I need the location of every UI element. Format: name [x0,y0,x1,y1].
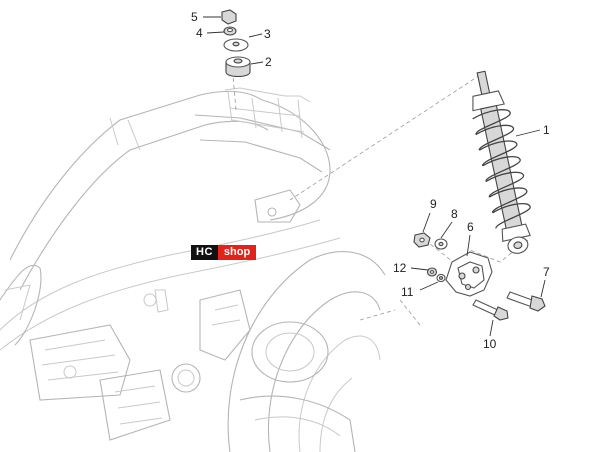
spacer-washer-part [426,267,438,277]
logo-shop-text: shop [217,245,257,260]
hc-shop-logo: HC shop [191,245,257,260]
callout-4: 4 [196,26,203,40]
callout-11: 11 [401,285,414,299]
callout-labels: 5 4 3 2 1 9 8 6 7 12 11 10 [191,10,550,351]
plate-washer-part [223,38,249,52]
nut-part [221,9,237,25]
wheel-engine-outline [29,251,386,452]
callout-2: 2 [265,55,272,69]
callout-1: 1 [543,123,550,137]
lower-bolt-part [472,299,509,321]
callout-7: 7 [543,265,550,279]
callout-6: 6 [467,220,474,234]
guide-lines [231,63,529,326]
frame-outline [0,87,341,351]
small-nut-part [436,273,446,283]
rubber-bushing-part [225,56,251,78]
callout-10: 10 [483,337,497,351]
logo-hc-text: HC [191,245,218,260]
locknut-part [413,232,431,248]
shock-absorber-part [472,70,531,254]
washer-part [434,238,448,250]
small-washer-part [223,26,237,36]
callout-3: 3 [264,27,271,41]
callout-8: 8 [451,207,458,221]
callout-12: 12 [393,261,407,275]
upper-bolt-part [506,291,546,312]
leader-lines [203,16,546,337]
callout-5: 5 [191,10,198,24]
shock-bracket-part [445,251,493,297]
callout-9: 9 [430,197,437,211]
